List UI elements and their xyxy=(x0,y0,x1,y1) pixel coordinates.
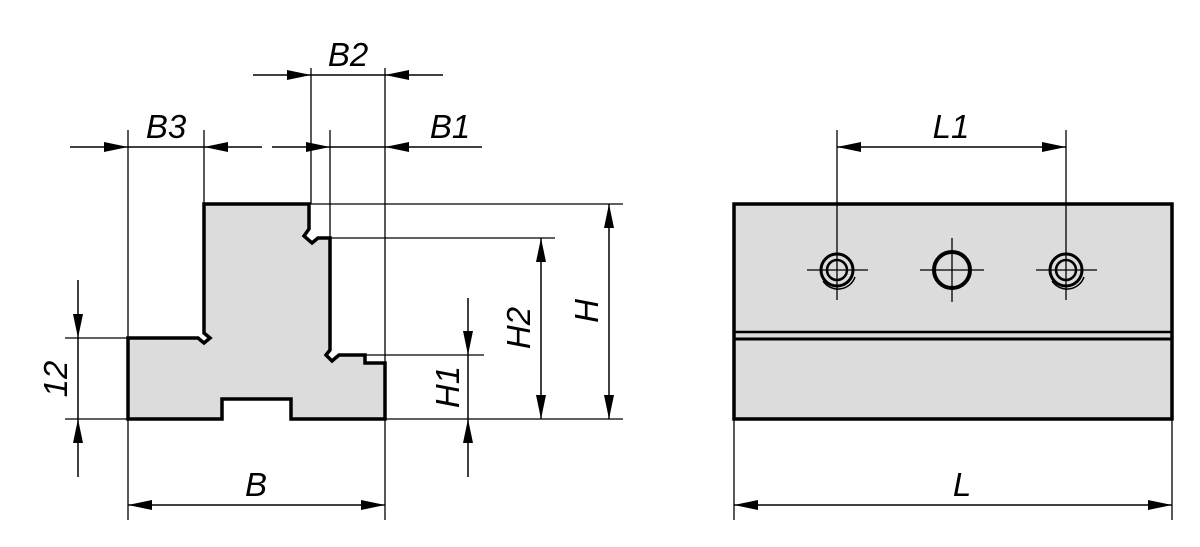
counterbore-hole-right xyxy=(1036,240,1097,300)
front-view: L1 L xyxy=(732,108,1174,520)
b-label: B xyxy=(245,466,267,503)
b1-label: B1 xyxy=(430,108,470,145)
b2-label: B2 xyxy=(328,36,368,73)
l-label: L xyxy=(953,466,971,503)
counterbore-hole-left xyxy=(807,240,868,300)
h1-label: H1 xyxy=(429,366,466,408)
h2-label: H2 xyxy=(500,307,537,349)
section-view: B2 B3 B1 B H H2 H1 12 xyxy=(37,36,623,520)
b3-label: B3 xyxy=(146,108,187,145)
twelve-label: 12 xyxy=(37,361,74,398)
bar-outline xyxy=(732,202,1174,421)
l1-label: L1 xyxy=(933,108,970,145)
center-hole xyxy=(920,238,984,302)
h-label: H xyxy=(568,299,605,323)
section-profile xyxy=(126,202,387,421)
